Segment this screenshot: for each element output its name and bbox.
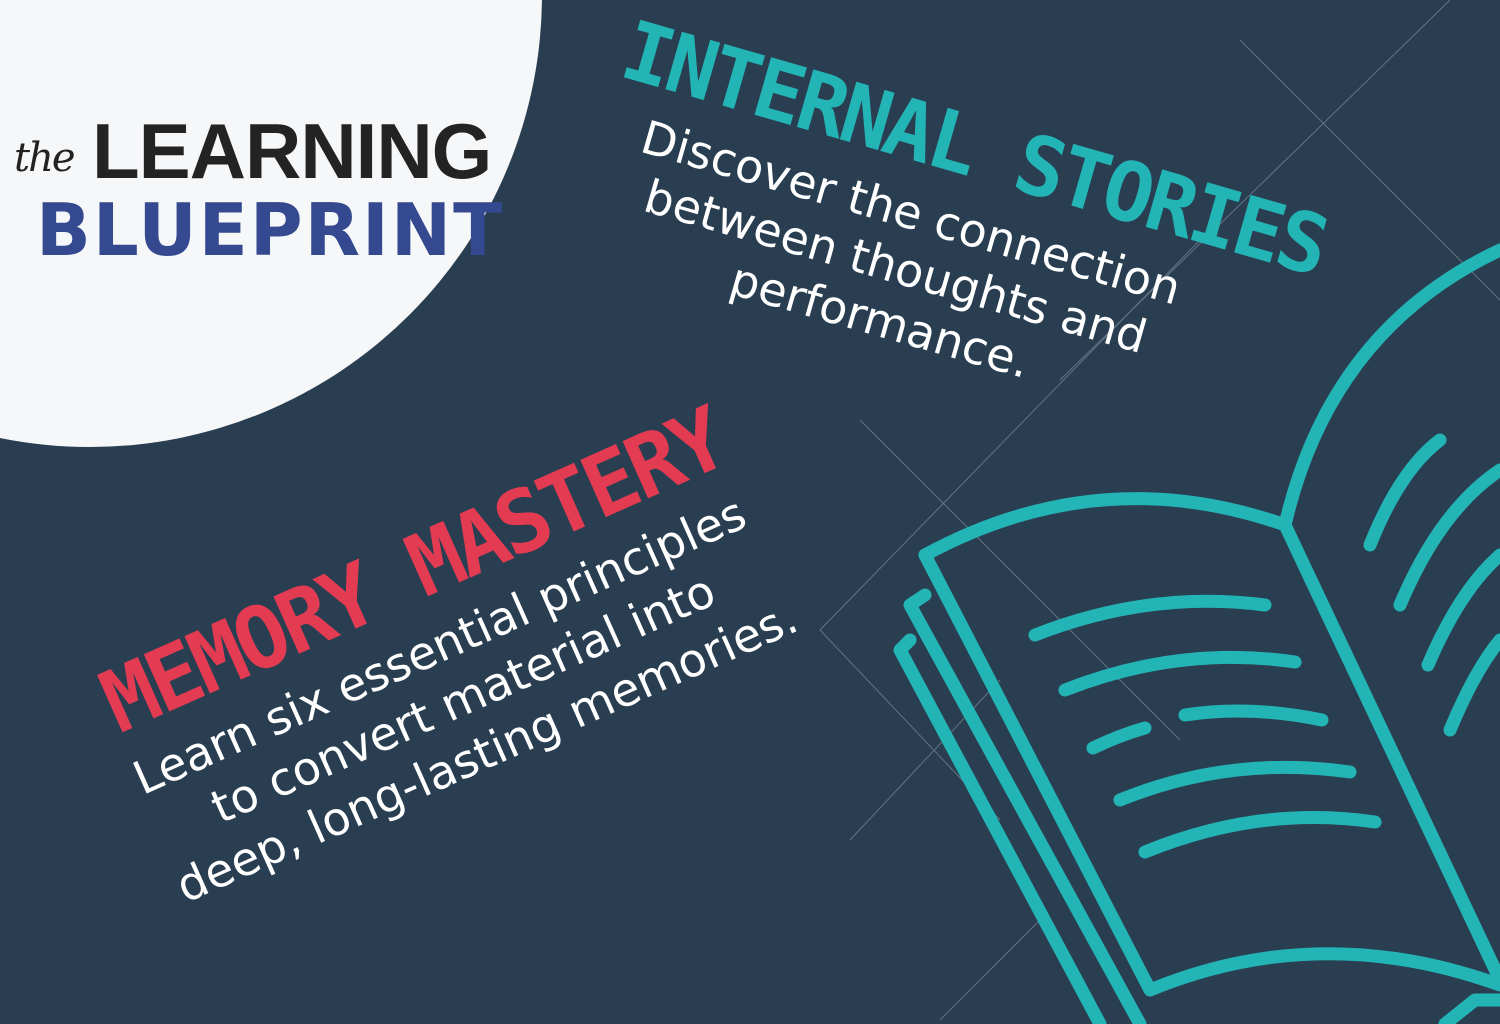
logo-blueprint: BLUEPRINT xyxy=(36,188,505,272)
logo-the: the xyxy=(14,135,75,181)
logo-learning: LEARNING xyxy=(92,107,492,195)
logo: the LEARNING BLUEPRINT xyxy=(14,112,514,272)
